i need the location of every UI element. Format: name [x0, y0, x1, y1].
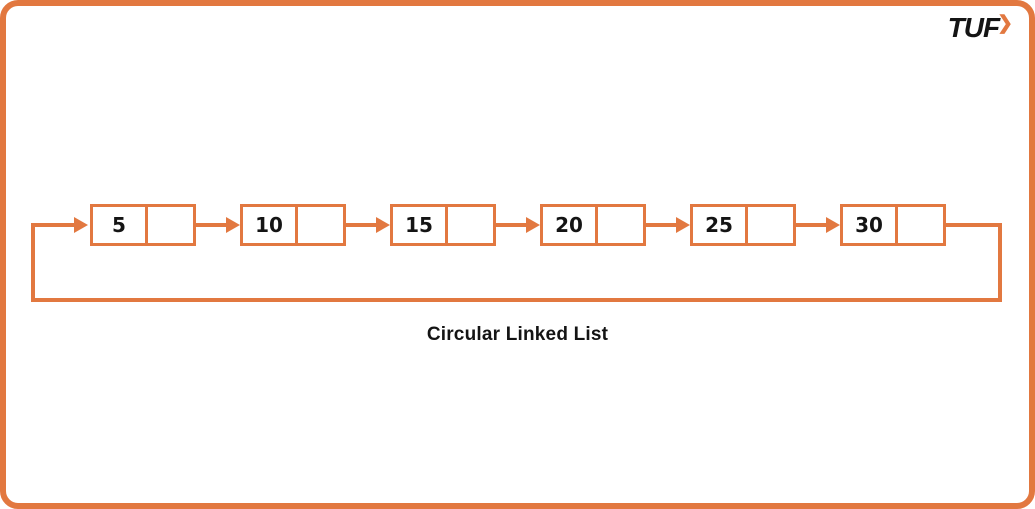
- node-next-cell: [598, 207, 643, 243]
- list-node: 15: [390, 204, 496, 246]
- loop-segment-right-horizontal: [946, 223, 1002, 227]
- loop-segment-left-vertical: [31, 223, 35, 302]
- node-next-cell: [298, 207, 343, 243]
- next-pointer-arrow: [796, 217, 840, 233]
- tuf-logo: TUF❯: [948, 14, 1013, 42]
- list-node: 5: [90, 204, 196, 246]
- node-next-cell: [448, 207, 493, 243]
- node-data-cell: 5: [93, 207, 148, 243]
- node-data-cell: 15: [393, 207, 448, 243]
- next-pointer-arrow: [496, 217, 540, 233]
- list-node: 30: [840, 204, 946, 246]
- node-next-cell: [898, 207, 943, 243]
- node-next-cell: [748, 207, 793, 243]
- loop-segment-right-vertical: [998, 223, 1002, 302]
- next-pointer-arrow: [346, 217, 390, 233]
- tuf-logo-chevron-icon: ❯: [997, 13, 1013, 34]
- next-pointer-arrow: [646, 217, 690, 233]
- figure-caption: Circular Linked List: [426, 324, 609, 345]
- node-data-cell: 20: [543, 207, 598, 243]
- loop-segment-bottom: [31, 298, 1002, 302]
- loop-arrow-to-head: [31, 217, 88, 233]
- node-data-cell: 10: [243, 207, 298, 243]
- node-data-cell: 25: [693, 207, 748, 243]
- tuf-logo-text: TUF: [947, 12, 1000, 43]
- next-pointer-arrow: [196, 217, 240, 233]
- node-data-cell: 30: [843, 207, 898, 243]
- list-node: 10: [240, 204, 346, 246]
- node-next-cell: [148, 207, 193, 243]
- list-node: 20: [540, 204, 646, 246]
- list-node: 25: [690, 204, 796, 246]
